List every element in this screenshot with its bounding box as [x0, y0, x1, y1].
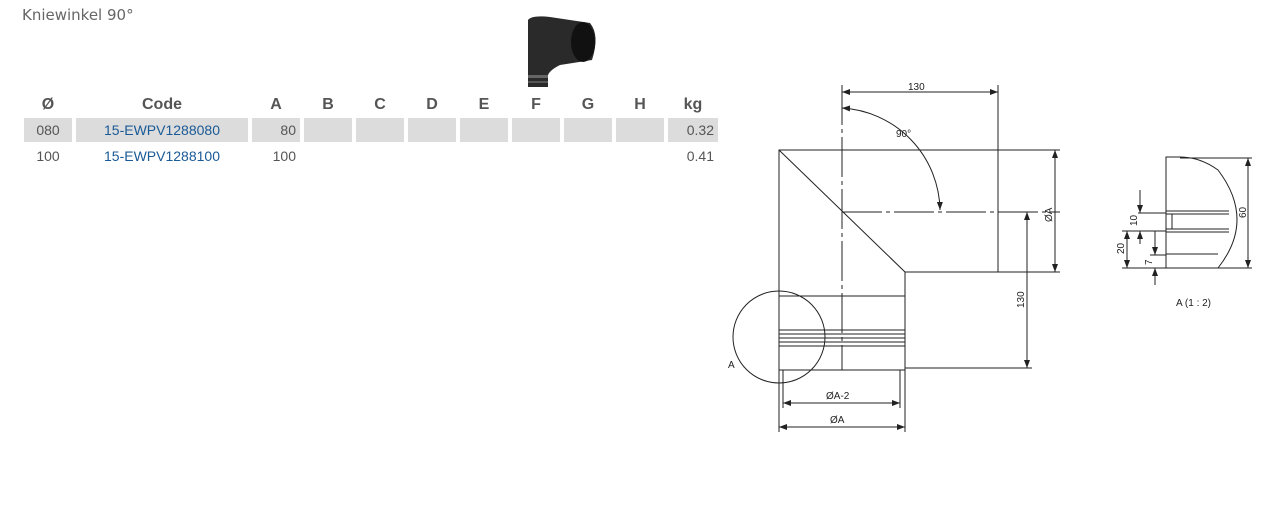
cell-kg: 0.32	[668, 118, 718, 142]
col-b: B	[322, 96, 334, 113]
product-code-link[interactable]: 15-EWPV1288100	[104, 148, 220, 164]
product-table: Ø Code A B C D E F G H kg 080 15-EWPV128…	[20, 92, 722, 170]
detail-caption: A (1 : 2)	[1176, 298, 1211, 309]
col-h: H	[634, 96, 646, 113]
cell-dia: 080	[24, 118, 72, 142]
cell-a: 80	[252, 118, 300, 142]
col-f: F	[531, 96, 541, 113]
dim-dia-a: ØA	[830, 415, 845, 426]
elbow-outline	[732, 85, 1060, 432]
table-row: 080 15-EWPV1288080 80 0.32	[24, 118, 718, 142]
product-title: Kniewinkel 90°	[22, 6, 134, 24]
detail-view	[1122, 156, 1252, 285]
dim-angle: 90°	[896, 129, 911, 140]
cell-dia: 100	[36, 148, 60, 164]
cell-kg: 0.41	[686, 148, 714, 164]
detail-dim-7: 7	[1144, 259, 1155, 265]
detail-dim-10: 10	[1129, 214, 1140, 226]
col-dia: Ø	[41, 96, 55, 113]
col-g: G	[581, 96, 595, 113]
dim-vertical: 130	[1016, 291, 1027, 308]
table-row: 100 15-EWPV1288100 100 0.41	[24, 144, 718, 168]
dim-top: 130	[908, 82, 925, 93]
cell-a: 100	[272, 148, 296, 164]
product-photo	[528, 16, 596, 87]
detail-dim-60: 60	[1238, 206, 1249, 218]
col-code: Code	[142, 96, 182, 113]
dim-dia-a2: ØA-2	[826, 391, 850, 402]
col-kg: kg	[683, 96, 703, 113]
detail-marker: A	[728, 360, 735, 371]
dim-dia-a-right: ØA	[1044, 207, 1055, 222]
col-d: D	[426, 96, 438, 113]
col-a: A	[270, 96, 282, 113]
col-c: C	[374, 96, 386, 113]
product-code-link[interactable]: 15-EWPV1288080	[76, 118, 248, 142]
col-e: E	[478, 96, 490, 113]
detail-dim-20: 20	[1116, 242, 1127, 254]
